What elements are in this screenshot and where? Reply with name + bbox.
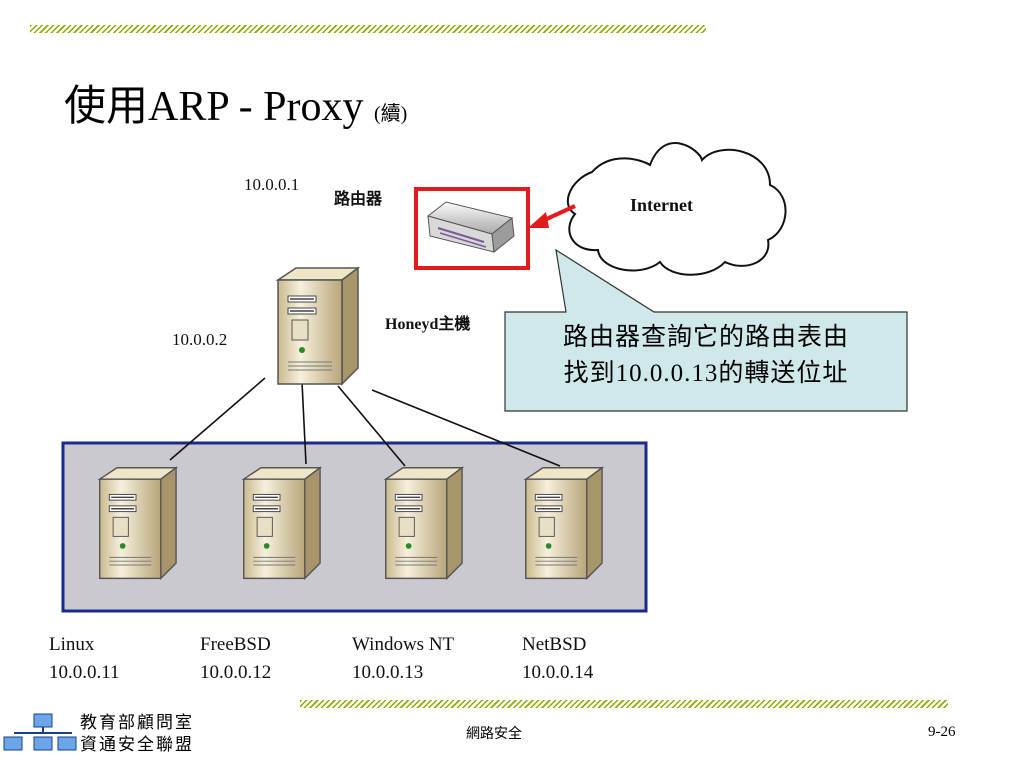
host-ip-linux: 10.0.0.11 <box>49 662 120 683</box>
footer-org-line-1: 教育部顧問室 <box>80 713 194 733</box>
router-icon <box>426 201 515 253</box>
host-os-linux: Linux <box>49 634 95 655</box>
footer-org-line-2: 資通安全聯盟 <box>80 735 194 755</box>
title-sub: (續) <box>373 103 408 125</box>
honeyd-label: Honeyd主機 <box>385 316 471 333</box>
host-ip-windows-nt: 10.0.0.13 <box>352 662 424 683</box>
title-main: 使用ARP - Proxy <box>64 84 364 130</box>
page-title: 使用ARP - Proxy (續) <box>64 72 407 133</box>
callout-line-1: 路由器查詢它的路由表由 <box>562 324 849 351</box>
linux-server-icon <box>99 467 177 580</box>
freebsd-server-icon <box>243 467 321 580</box>
bottom-hatched-rule <box>300 700 948 708</box>
host-ip-netbsd: 10.0.0.14 <box>522 662 594 683</box>
router-ip: 10.0.0.1 <box>244 175 300 194</box>
arrow-icon <box>528 212 549 228</box>
netbsd-server-icon <box>525 467 603 580</box>
footer-organization: 教育部顧問室 資通安全聯盟 <box>80 712 194 756</box>
router-label: 路由器 <box>334 189 383 208</box>
callout-bubble <box>504 248 908 412</box>
windows-nt-server-icon <box>385 467 463 580</box>
footer-course-name: 網路安全 <box>466 726 522 742</box>
host-ip-freebsd: 10.0.0.12 <box>200 662 272 683</box>
callout-line-2: 找到10.0.0.13的轉送位址 <box>563 360 849 387</box>
router-highlight-box <box>414 187 530 270</box>
host-os-windows-nt: Windows NT <box>352 634 455 655</box>
page-number: 9-26 <box>928 724 956 740</box>
host-os-netbsd: NetBSD <box>522 634 587 655</box>
network-logo-icon <box>3 713 77 751</box>
callout-text: 路由器查詢它的路由表由 找到10.0.0.13的轉送位址 <box>505 320 907 392</box>
honeyd-server-icon <box>277 267 359 385</box>
host-os-freebsd: FreeBSD <box>200 634 271 655</box>
internet-label: Internet <box>630 195 693 215</box>
network-links <box>169 377 561 467</box>
internet-cloud-icon <box>566 142 787 276</box>
top-hatched-rule <box>30 25 706 33</box>
honeyd-ip: 10.0.0.2 <box>172 330 228 349</box>
